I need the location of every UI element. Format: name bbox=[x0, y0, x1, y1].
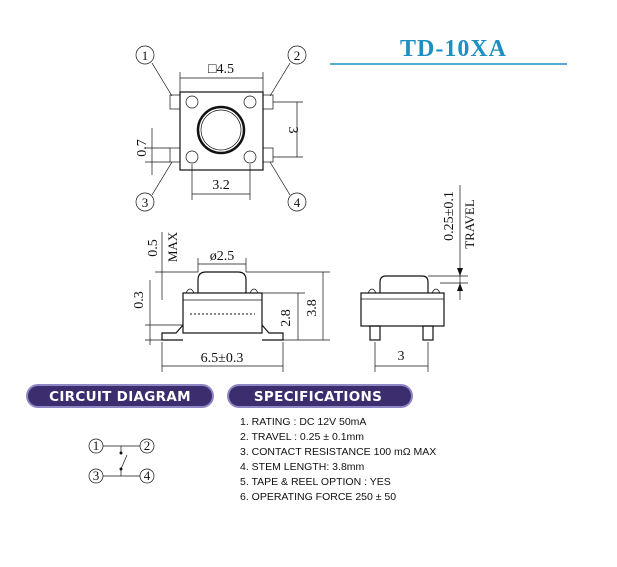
spec-item-4: 4. STEM LENGTH: 3.8mm bbox=[240, 461, 365, 473]
corner-hole-2 bbox=[243, 95, 257, 109]
pin-callout-4-label: 4 bbox=[294, 195, 301, 210]
pin-callout-2 bbox=[287, 45, 307, 65]
side-body bbox=[182, 292, 263, 334]
end-body bbox=[360, 292, 445, 327]
dim-max-text: MAX bbox=[165, 231, 180, 262]
circuit-pin-1-label: 1 bbox=[93, 438, 100, 453]
pin-callout-4 bbox=[287, 192, 307, 212]
circuit-diagram-banner: CIRCUIT DIAGRAM bbox=[26, 384, 214, 408]
spec-item-3: 3. CONTACT RESISTANCE 100 mΩ MAX bbox=[240, 446, 436, 458]
spec-item-1: 1. RATING : DC 12V 50mA bbox=[240, 416, 366, 428]
actuator-inner bbox=[200, 109, 242, 151]
pin-callout-3 bbox=[135, 192, 155, 212]
specifications-banner: SPECIFICATIONS bbox=[227, 384, 413, 408]
dim-travel-text: TRAVEL bbox=[462, 199, 477, 249]
dim-body-height-label: 2.8 bbox=[279, 309, 294, 327]
corner-hole-3 bbox=[185, 150, 199, 164]
top-pin-tab-4 bbox=[262, 147, 274, 163]
pin-callout-1 bbox=[135, 45, 155, 65]
circuit-diagram-header: CIRCUIT DIAGRAM bbox=[49, 389, 191, 405]
corner-hole-1 bbox=[185, 95, 199, 109]
dim-total-height-label: 3.8 bbox=[305, 299, 320, 317]
dim-width-label: 6.5±0.3 bbox=[201, 351, 244, 366]
end-terminal-right bbox=[422, 325, 434, 341]
dim-horizontal-pitch-label: 3.2 bbox=[212, 178, 230, 193]
dim-travel-label: 0.25±0.1 bbox=[442, 191, 457, 241]
pin-callout-2-label: 2 bbox=[294, 48, 301, 63]
spec-item-6: 6. OPERATING FORCE 250 ± 50 bbox=[240, 491, 396, 503]
actuator-outer bbox=[196, 105, 246, 155]
title-block: TD-10XA bbox=[330, 36, 567, 65]
dim-max-label: 0.5 bbox=[146, 239, 161, 257]
spec-item-2: 2. TRAVEL : 0.25 ± 0.1mm bbox=[240, 431, 364, 443]
end-terminal-left bbox=[369, 325, 381, 341]
pin-callout-3-label: 3 bbox=[142, 195, 149, 210]
corner-hole-4 bbox=[243, 150, 257, 164]
dim-stem-diameter-label: ø2.5 bbox=[210, 249, 235, 264]
specifications-header: SPECIFICATIONS bbox=[254, 389, 382, 405]
side-terminal-right bbox=[261, 324, 284, 341]
spec-banner-bg bbox=[229, 386, 411, 406]
part-number-title: TD-10XA bbox=[400, 36, 507, 62]
top-pin-tab-2 bbox=[262, 94, 274, 110]
circuit-pin-4-label: 4 bbox=[144, 468, 151, 483]
end-view: 0.25±0.1 TRAVEL 3 bbox=[360, 185, 477, 372]
circuit-pin-3-label: 3 bbox=[93, 468, 100, 483]
top-pin-tab-3 bbox=[169, 147, 181, 163]
side-stem bbox=[197, 271, 247, 293]
side-terminal-left bbox=[161, 324, 184, 341]
top-view: □4.5 3 0.7 3.2 1 2 3 4 bbox=[135, 45, 307, 212]
dim-pin-size-label: 0.7 bbox=[135, 139, 150, 157]
specifications-list: 1. RATING : DC 12V 50mA 2. TRAVEL : 0.25… bbox=[240, 416, 436, 503]
dim-offset-label: 0.3 bbox=[132, 291, 147, 309]
switch-contact bbox=[120, 454, 128, 470]
circuit-diagram: 1 2 3 4 bbox=[88, 438, 155, 484]
spec-item-5: 5. TAPE & REEL OPTION : YES bbox=[240, 476, 391, 488]
circuit-pin-2-label: 2 bbox=[144, 438, 151, 453]
end-stem bbox=[379, 275, 429, 293]
dim-vertical-pitch-label: 3 bbox=[285, 127, 300, 134]
side-view: ø2.5 0.5 MAX 0.3 2.8 3.8 6.5±0.3 bbox=[132, 231, 330, 372]
pin-callout-1-label: 1 bbox=[142, 48, 149, 63]
top-view-body bbox=[179, 91, 264, 171]
top-pin-tab-1 bbox=[169, 94, 181, 110]
dim-square-label: □4.5 bbox=[208, 62, 234, 77]
dim-end-pitch-label: 3 bbox=[398, 349, 405, 364]
circuit-banner-bg bbox=[28, 386, 212, 406]
